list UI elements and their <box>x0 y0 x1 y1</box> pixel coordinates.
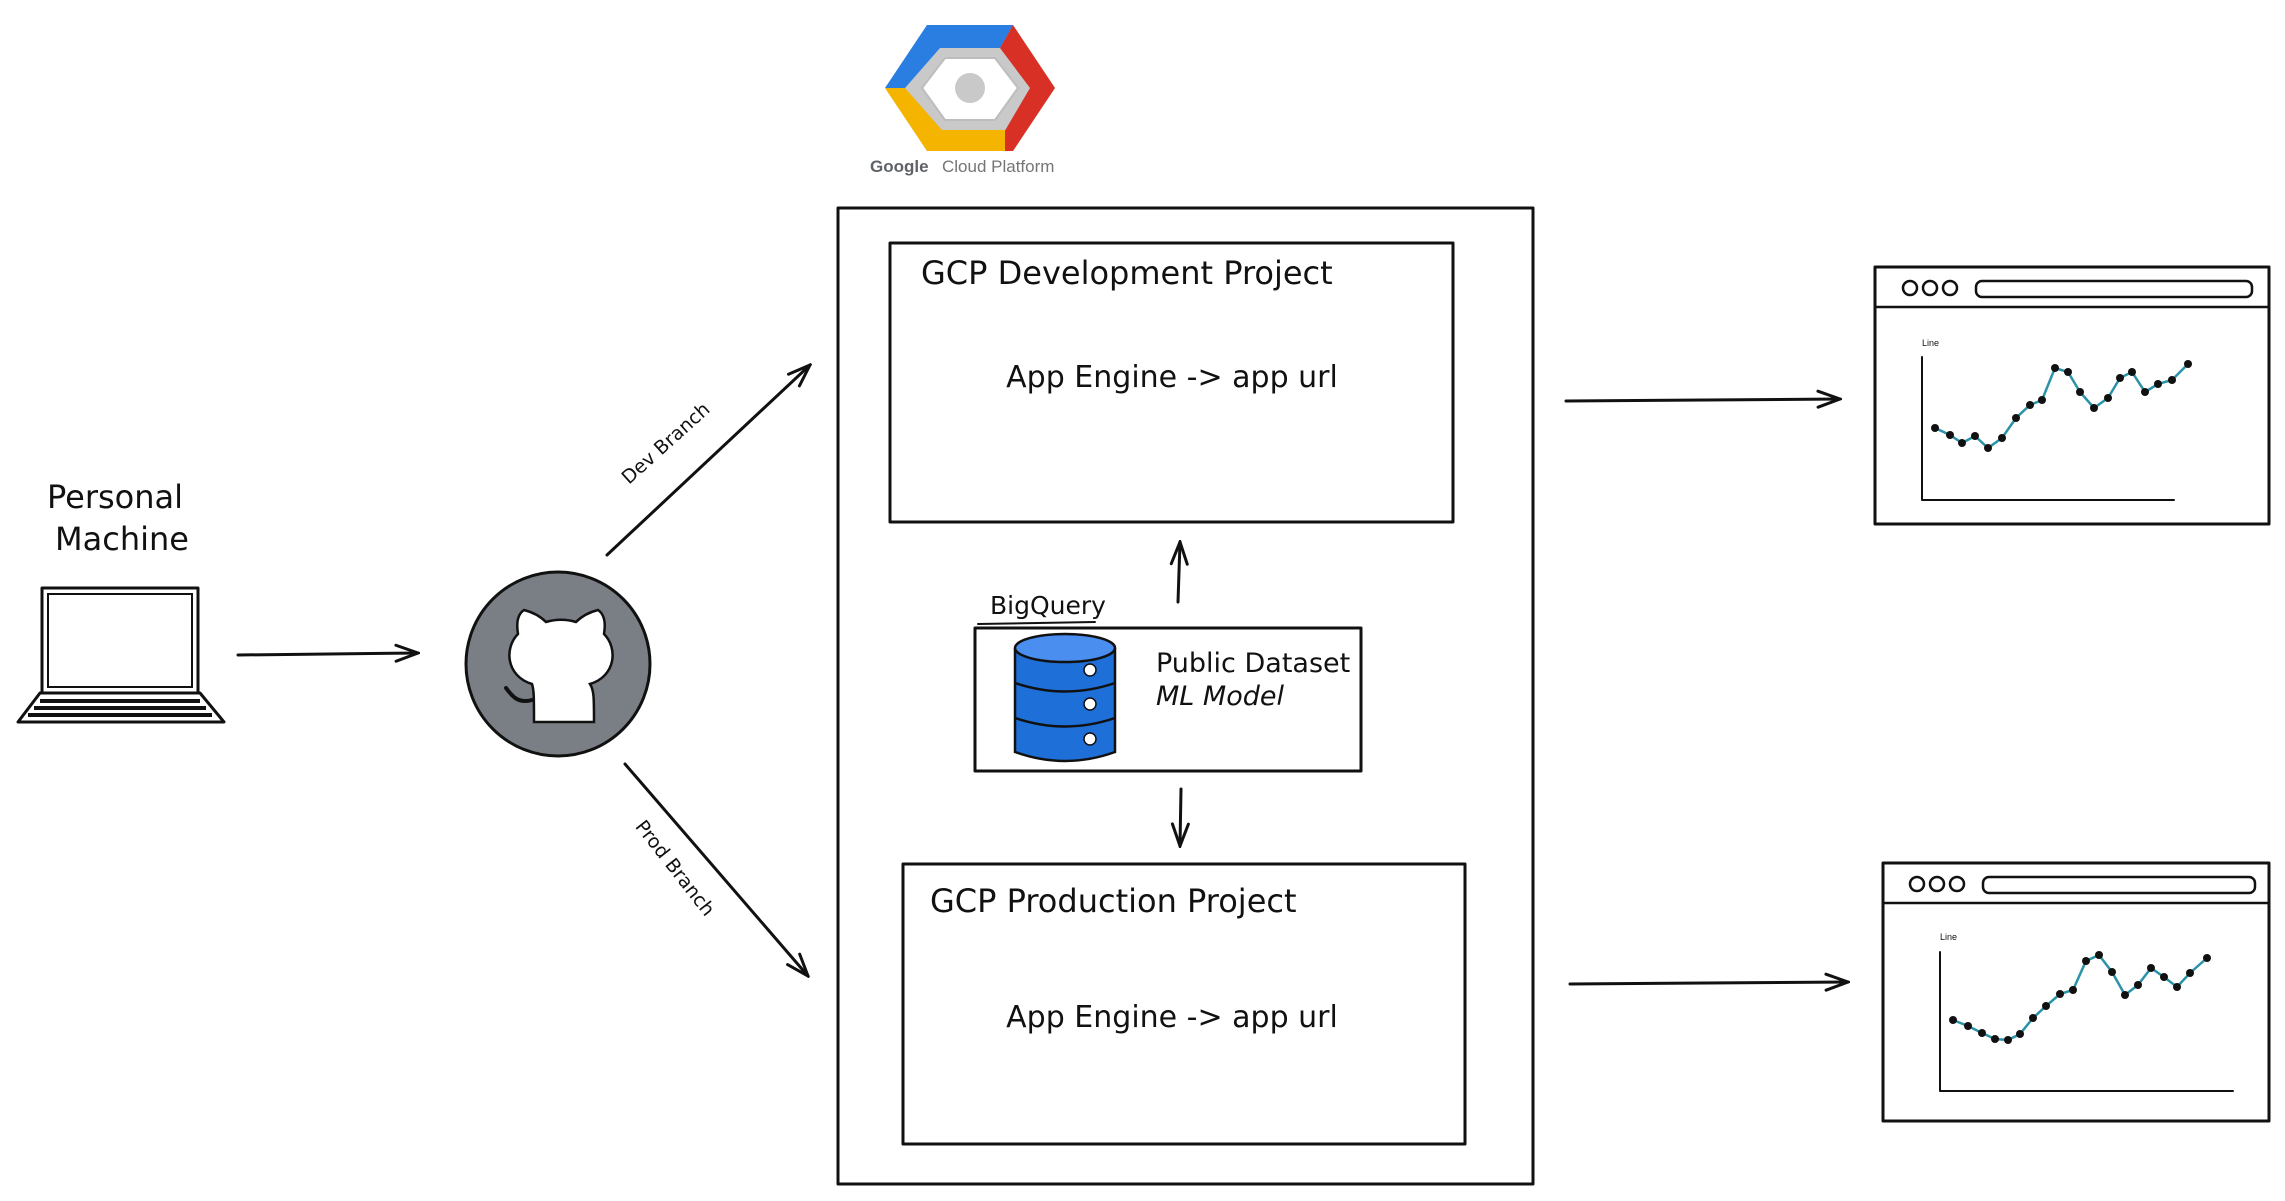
personal-machine-label: Personal Machine <box>47 478 189 558</box>
laptop-icon <box>16 586 226 724</box>
sparkline-point <box>2051 364 2059 372</box>
sparkline-point <box>2038 396 2046 404</box>
database-icon <box>1013 632 1117 763</box>
gcp-container <box>836 206 1535 1186</box>
sparkline-point <box>2141 388 2149 396</box>
arrow-laptop-to-github <box>236 653 418 655</box>
bigquery-model-label: ML Model <box>1156 681 1284 712</box>
gcp-logo-google: Google <box>870 157 929 176</box>
sparkline-point <box>2016 1030 2024 1038</box>
sparkline-point <box>2082 957 2090 965</box>
prod-project-title: GCP Production Project <box>930 882 1297 920</box>
dev-branch-label: Dev Branch <box>618 398 715 488</box>
sparkline-point <box>1984 444 1992 452</box>
sparkline-point <box>1931 424 1939 432</box>
sparkline-point <box>2026 401 2034 409</box>
sparkline-point <box>1949 1016 1957 1024</box>
sparkline-point <box>2095 951 2103 959</box>
sparkline-point <box>2069 986 2077 994</box>
sparkline-point <box>2004 1036 2012 1044</box>
dev-project-title: GCP Development Project <box>921 254 1333 292</box>
sparkline-point <box>2160 973 2168 981</box>
sparkline-point <box>2173 983 2181 991</box>
bigquery-dataset-label: Public Dataset <box>1156 648 1350 679</box>
arrow-bigquery-to-dev <box>1178 542 1180 604</box>
sparkline-point <box>2056 990 2064 998</box>
bigquery-label: BigQuery <box>990 591 1106 620</box>
sparkline-point <box>2064 368 2072 376</box>
arrow-prod-to-browser <box>1568 982 1848 984</box>
prod-project-box: GCP Production Project App Engine -> app… <box>901 862 1467 1146</box>
bigquery-box: Public Dataset ML Model <box>973 626 1363 773</box>
browser-window-prod: Line <box>1881 861 2271 1123</box>
sparkline-point <box>2154 380 2162 388</box>
sparkline-point <box>1964 1022 1972 1030</box>
prod-project-body: App Engine -> app url <box>1006 1000 1338 1035</box>
personal-machine-line2: Machine <box>55 520 189 558</box>
sparkline-point <box>1946 431 1954 439</box>
sparkline-point <box>2116 374 2124 382</box>
gcp-logo-platform: Cloud Platform <box>942 157 1054 176</box>
sparkline-prod <box>1949 951 2211 1044</box>
arrow-dev-to-browser <box>1564 399 1840 401</box>
sparkline-point <box>2168 376 2176 384</box>
sparkline-point <box>1978 1029 1986 1037</box>
sparkline-point <box>2108 968 2116 976</box>
sparkline-point <box>2042 1002 2050 1010</box>
sparkline-point <box>2076 388 2084 396</box>
sparkline-point <box>2128 368 2136 376</box>
sparkline-point <box>2012 414 2020 422</box>
sparkline-dev <box>1931 360 2192 452</box>
github-icon <box>464 570 652 758</box>
bigquery-label-underline <box>977 621 1096 625</box>
arrow-dev-branch <box>605 365 810 557</box>
sparkline-point <box>2184 360 2192 368</box>
sparkline-point <box>1971 432 1979 440</box>
arrow-bigquery-to-prod <box>1180 787 1181 846</box>
sparkline-point <box>2121 991 2129 999</box>
sparkline-point <box>2090 404 2098 412</box>
browser-dev-chart-label: Line <box>1922 338 1939 348</box>
sparkline-point <box>2134 981 2142 989</box>
dev-project-box: GCP Development Project App Engine -> ap… <box>888 241 1455 524</box>
sparkline-point <box>1998 434 2006 442</box>
browser-window-dev: Line <box>1873 265 2271 526</box>
sparkline-point <box>2203 954 2211 962</box>
sparkline-point <box>1991 1035 1999 1043</box>
sparkline-point <box>2147 964 2155 972</box>
personal-machine-line1: Personal <box>47 478 183 516</box>
sparkline-point <box>2186 969 2194 977</box>
gcp-logo: Google Cloud Platform <box>870 25 1055 176</box>
browser-prod-chart-label: Line <box>1940 932 1957 942</box>
arrow-prod-branch <box>623 762 808 976</box>
sparkline-point <box>1958 439 1966 447</box>
dev-project-body: App Engine -> app url <box>1006 360 1338 395</box>
sparkline-point <box>2104 394 2112 402</box>
prod-branch-label: Prod Branch <box>631 816 719 920</box>
sparkline-point <box>2029 1014 2037 1022</box>
sparkline-path <box>1952 953 2208 1042</box>
